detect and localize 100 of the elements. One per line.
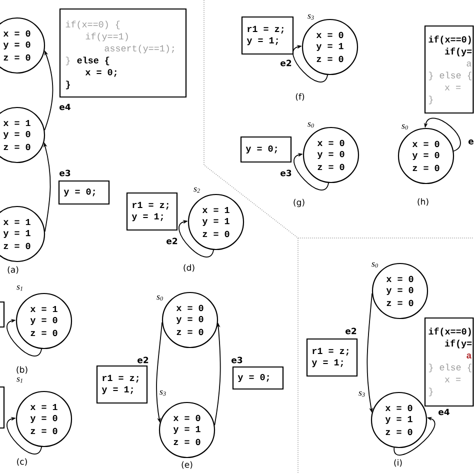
panel-label: (d) <box>184 264 194 272</box>
code-line: r1 = z; <box>248 26 284 34</box>
state-label: s$_{0}$ <box>156 295 163 301</box>
code-line: y = 1; <box>132 213 163 222</box>
code-line: y = 1; <box>312 359 343 368</box>
code-line: x = 0; <box>85 69 116 77</box>
state-value: z = 0 <box>174 438 200 446</box>
state-label: s$_{0}$ <box>402 124 408 130</box>
state-label: s$_{1}$ <box>16 377 22 383</box>
code-line: } else { <box>428 72 472 80</box>
state-value: z = 0 <box>30 330 58 336</box>
state-value: y = 0 <box>3 41 30 50</box>
arrow <box>294 152 329 190</box>
panel-label: (b) <box>16 366 28 374</box>
panel-label: (a) <box>8 266 18 274</box>
state-value: y = 0 <box>3 130 30 140</box>
state-value: x = 1 <box>30 404 58 410</box>
code-line: x = <box>444 378 461 382</box>
state-value: x = 0 <box>173 414 200 422</box>
statement-box <box>241 16 294 55</box>
code-line: if(y==1) <box>86 32 128 42</box>
code-line: if(x==0) <box>428 328 471 336</box>
panel-label: (g) <box>294 198 304 208</box>
state-value: x = 0 <box>176 304 204 312</box>
state-value: x = 0 <box>386 276 414 282</box>
code-line: r1 = z; <box>132 202 168 210</box>
state-value: x = 1 <box>202 206 230 214</box>
statement-box <box>58 180 110 205</box>
state-value: z = 0 <box>386 428 412 436</box>
state-label: s$_{2}$ <box>194 187 200 193</box>
state-label: s$_{0}$ <box>372 262 378 268</box>
state-value: x = 0 <box>385 404 412 412</box>
edge-label: e3 <box>230 356 244 364</box>
statement-box <box>126 192 178 231</box>
state-value: x = 1 <box>30 306 58 312</box>
state-label: s$_{3}$ <box>358 391 365 397</box>
edge-label: e3 <box>58 169 72 177</box>
state-value: y = 1 <box>385 416 412 424</box>
state-value: x = 1 <box>3 120 30 126</box>
state-value: z = 0 <box>316 56 344 62</box>
state-value: z = 0 <box>202 230 230 238</box>
code-line: if(y= <box>445 340 472 348</box>
edge-label: e3 <box>280 169 292 177</box>
edge-label: e <box>468 138 474 146</box>
edge-label: e4 <box>58 103 72 111</box>
code-line: x = <box>444 86 461 90</box>
code-line: } <box>428 388 433 396</box>
edge-label: e4 <box>438 408 450 416</box>
statement-box <box>96 365 148 404</box>
statement-box <box>306 338 358 377</box>
statement-box <box>232 366 284 390</box>
code-line: } <box>66 56 70 66</box>
code-line: a <box>466 353 472 359</box>
state-value: y = 1 <box>202 218 230 226</box>
state-value: z = 0 <box>176 328 204 336</box>
state-value: x = 0 <box>3 30 30 37</box>
statement-box <box>0 301 5 328</box>
code-line: r1 = z; <box>312 348 348 356</box>
state-label: s$_{3}$ <box>308 14 314 20</box>
state-value: y = 1 <box>3 230 30 238</box>
panel-label: (i) <box>394 459 402 467</box>
state-value: x = 0 <box>317 140 344 146</box>
state-value: x = 0 <box>316 32 344 38</box>
code-line: y = 1; <box>102 386 133 394</box>
edge-label: e2 <box>136 356 150 364</box>
code-line: assert(y==1); <box>104 44 174 54</box>
arrow <box>6 318 42 356</box>
state-value: z = 0 <box>412 164 440 172</box>
code-line: y = 0; <box>64 188 95 197</box>
state-value: y = 0 <box>412 152 440 160</box>
code-box <box>424 317 474 407</box>
code-line: } <box>428 96 433 104</box>
arrow <box>6 416 42 454</box>
state-label: s$_{3}$ <box>160 390 166 396</box>
statement-box <box>0 386 5 429</box>
state-label: s$_{0}$ <box>308 122 314 128</box>
state-label: s$_{1}$ <box>16 285 22 291</box>
state-value: y = 0 <box>386 286 414 296</box>
code-line: if(x==0) <box>428 36 471 44</box>
edge-label: e2 <box>344 327 358 335</box>
code-line: y = 0; <box>246 145 277 154</box>
code-line: y = 0; <box>238 374 269 382</box>
edge-label: e2 <box>166 237 178 245</box>
state-value: z = 0 <box>386 300 414 306</box>
statement-box <box>240 136 292 163</box>
code-line: else { <box>77 56 110 66</box>
code-line: } else { <box>428 364 472 372</box>
code-line: } <box>66 80 70 90</box>
arrow <box>292 44 328 82</box>
code-line: a <box>466 61 472 67</box>
state-value: z = 0 <box>30 428 58 434</box>
panel-label: (c) <box>17 458 27 466</box>
state-value: y = 0 <box>30 316 58 326</box>
state-value: z = 0 <box>4 242 30 250</box>
code-line: y = 1; <box>246 37 278 46</box>
edge-label: e2 <box>280 59 292 67</box>
panel-label: (f) <box>296 93 304 101</box>
state-value: y = 1 <box>316 43 344 51</box>
code-line: if(x==0) { <box>66 20 120 30</box>
state-value: z = 0 <box>4 144 30 150</box>
